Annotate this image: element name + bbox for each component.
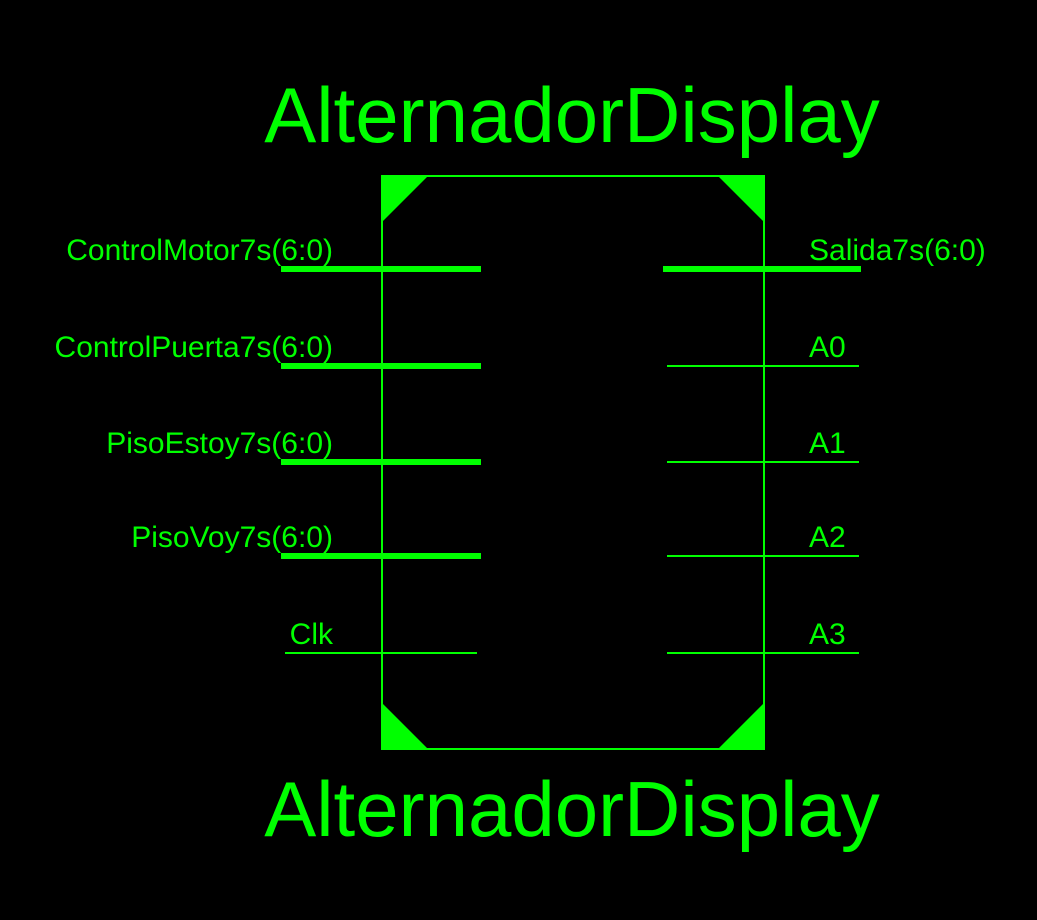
output-pin-label: A2 (809, 521, 846, 554)
input-pin-pisoestoy7s-6-0[interactable]: PisoEstoy7s(6:0) (106, 427, 481, 465)
input-pin-label: Clk (290, 618, 334, 651)
corner-top-right (718, 176, 764, 222)
input-pins: ControlMotor7s(6:0) ControlPuerta7s(6:0) P… (55, 234, 481, 654)
input-pin-label: PisoEstoy7s(6:0) (106, 427, 333, 460)
output-pin-salida7s-6-0[interactable]: Salida7s(6:0) (663, 234, 986, 272)
output-pin-label: A0 (809, 331, 846, 364)
input-pin-label: PisoVoy7s(6:0) (131, 521, 333, 554)
corner-bottom-left (382, 703, 428, 749)
output-pin-label: A3 (809, 618, 846, 651)
input-pin-label: ControlMotor7s(6:0) (66, 234, 333, 267)
input-pin-pisovoy7s-6-0[interactable]: PisoVoy7s(6:0) (131, 521, 481, 559)
output-pin-label: Salida7s(6:0) (809, 234, 986, 267)
input-pin-clk[interactable]: Clk (285, 618, 477, 654)
output-pin-label: A1 (809, 427, 846, 460)
output-pin-a1[interactable]: A1 (667, 427, 859, 463)
output-pin-a3[interactable]: A3 (667, 618, 859, 654)
input-pin-controlpuerta7s-6-0[interactable]: ControlPuerta7s(6:0) (55, 331, 481, 369)
component-title-top: AlternadorDisplay (264, 71, 880, 159)
input-pin-controlmotor7s-6-0[interactable]: ControlMotor7s(6:0) (66, 234, 481, 272)
corner-top-left (382, 176, 428, 222)
output-pin-a0[interactable]: A0 (667, 331, 859, 367)
component-title-bottom: AlternadorDisplay (264, 765, 880, 853)
input-pin-label: ControlPuerta7s(6:0) (55, 331, 333, 364)
corner-bottom-right (718, 703, 764, 749)
output-pin-a2[interactable]: A2 (667, 521, 859, 557)
